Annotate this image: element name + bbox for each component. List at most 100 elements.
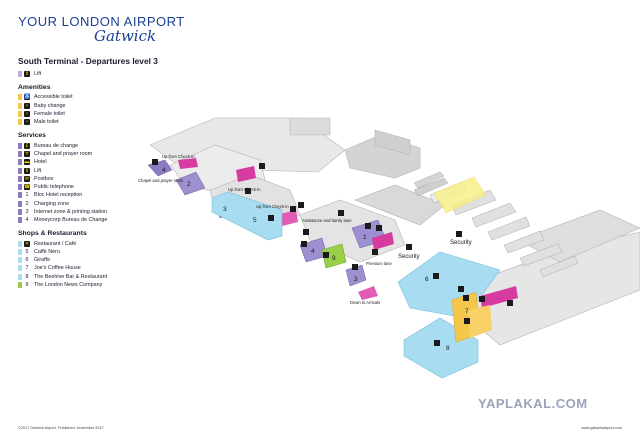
hotel-icon: ▬ xyxy=(24,159,30,166)
legend-swatch xyxy=(18,175,22,182)
page-title: South Terminal - Departures level 3 xyxy=(18,56,158,66)
legend-swatch xyxy=(18,111,22,118)
legend-item: 2 Charging zone xyxy=(18,200,188,208)
brand-tagline: YOUR LONDON AIRPORT xyxy=(18,14,185,29)
wheelchair-icon xyxy=(338,210,344,216)
phone-icon: ☎ xyxy=(24,184,31,191)
wheelchair-icon xyxy=(458,286,464,292)
legend-label: Male toilet xyxy=(34,119,59,126)
map-legend: ⇕ Lift Amenities ♿Accessible toilet •Bab… xyxy=(18,70,188,289)
legend-item: 3 Internet zone & printing station xyxy=(18,208,188,216)
legend-label: Moneycorp Bureau de Change xyxy=(34,217,108,224)
legend-swatch xyxy=(18,217,22,224)
legend-number: 2 xyxy=(25,200,29,207)
watermark: YAPLAKAL.COM xyxy=(478,396,588,411)
baby-change-icon: • xyxy=(24,102,30,109)
shops-heading: Shops & Restaurants xyxy=(18,230,87,238)
legend-swatch xyxy=(18,159,22,166)
legend-label: The Beehive Bar & Restaurant xyxy=(34,273,108,280)
svg-text:5: 5 xyxy=(253,217,257,224)
legend-swatch xyxy=(18,192,22,199)
legend-item: ☎Public telephone xyxy=(18,183,188,191)
legend-swatch xyxy=(18,150,22,157)
legend-label: Internet zone & printing station xyxy=(34,209,108,215)
restaurant-icon xyxy=(290,206,296,212)
wheelchair-icon xyxy=(372,249,378,255)
legend-swatch xyxy=(18,282,22,289)
legend-item: ✝Chapel and prayer room xyxy=(18,150,188,158)
chapel-icon xyxy=(152,159,158,165)
footer-url: www.gatwickairport.com xyxy=(581,426,622,430)
legend-item: 4 Moneycorp Bureau de Change xyxy=(18,216,188,224)
premium-lane-label: Premium lane xyxy=(366,261,393,266)
chapel-icon: ✝ xyxy=(24,150,30,157)
male-toilet-icon: ♂ xyxy=(24,119,30,126)
legend-label: Bloc Hotel reception xyxy=(34,192,83,199)
down-to-arrivals-label: Down to Arrivals xyxy=(350,300,380,305)
phone-icon xyxy=(303,229,309,235)
security-labels: Security Security xyxy=(398,240,472,260)
security-label: Security xyxy=(398,254,420,260)
legend-swatch xyxy=(18,257,22,264)
legend-item: 9 The London News Company xyxy=(18,281,188,289)
footer-copyright: ©2017 Gatwick Airport. Published: Novemb… xyxy=(18,426,104,430)
postbox-icon: ✉ xyxy=(24,175,30,182)
legend-label: Public telephone xyxy=(34,184,74,191)
brand-logo-text: Gatwick xyxy=(94,27,157,45)
legend-item: £Bureau de change xyxy=(18,141,188,149)
lift-icon xyxy=(479,296,485,302)
svg-text:6: 6 xyxy=(425,276,429,283)
legend-item: 1 Bloc Hotel reception xyxy=(18,191,188,199)
legend-swatch xyxy=(18,265,22,272)
legend-label: The London News Company xyxy=(34,282,103,289)
legend-item: ♂ Male toilet xyxy=(18,118,188,126)
legend-swatch xyxy=(18,142,22,149)
svg-text:4: 4 xyxy=(311,248,315,255)
chapel-label: Chapel and prayer room xyxy=(138,178,184,183)
legend-number: 3 xyxy=(25,209,29,215)
restaurant-icon xyxy=(433,273,439,279)
services-heading: Services xyxy=(18,132,46,140)
female-toilet-icon: ♀ xyxy=(24,111,30,118)
lift-icon xyxy=(352,264,358,270)
legend-label: Accessible toilet xyxy=(34,94,73,101)
legend-number: 9 xyxy=(25,282,29,289)
legend-label: Charging zone xyxy=(34,200,70,207)
male-toilet-icon xyxy=(464,318,470,324)
restaurant-icon xyxy=(245,188,251,194)
svg-text:9: 9 xyxy=(332,255,336,262)
legend-number: 1 xyxy=(25,192,29,199)
map-numbers: 4 2 3 5 4 9 3 1 6 7 8 xyxy=(162,167,469,352)
amenity-areas xyxy=(451,291,492,343)
security-label: Security xyxy=(450,240,472,246)
map-annotations: Chapel and prayer room Up from Check-in … xyxy=(138,154,393,305)
assistance-lane-label: Assistance and family lane xyxy=(302,218,352,223)
legend-swatch xyxy=(18,119,22,126)
wheelchair-icon xyxy=(456,231,462,237)
wheelchair-icon: ♿ xyxy=(24,94,31,101)
female-toilet-icon xyxy=(463,295,469,301)
legend-swatch xyxy=(18,167,22,174)
postbox-icon xyxy=(268,215,274,221)
legend-swatch xyxy=(18,240,22,247)
legend-label: Restaurant / Café xyxy=(34,240,77,247)
currency-icon xyxy=(301,241,307,247)
restaurant-icon xyxy=(434,340,440,346)
legend-label: Postbox xyxy=(34,175,54,182)
svg-text:8: 8 xyxy=(446,345,450,352)
wheelchair-icon xyxy=(406,244,412,250)
svg-text:1: 1 xyxy=(363,234,367,241)
legend-label: Lift xyxy=(34,71,42,78)
amenities-heading: Amenities xyxy=(18,84,51,92)
map-icon-markers xyxy=(152,159,513,346)
restaurant-icon xyxy=(365,223,371,229)
legend-number: 8 xyxy=(25,273,29,280)
legend-item: ⇕Lift xyxy=(18,166,188,174)
legend-number: 7 xyxy=(25,265,29,272)
legend-number: 4 xyxy=(25,217,29,224)
legend-label: Giraffe xyxy=(34,257,51,264)
lift-icon: ⇕ xyxy=(24,167,30,174)
legend-swatch xyxy=(18,102,22,109)
legend-label: Female toilet xyxy=(34,111,65,118)
